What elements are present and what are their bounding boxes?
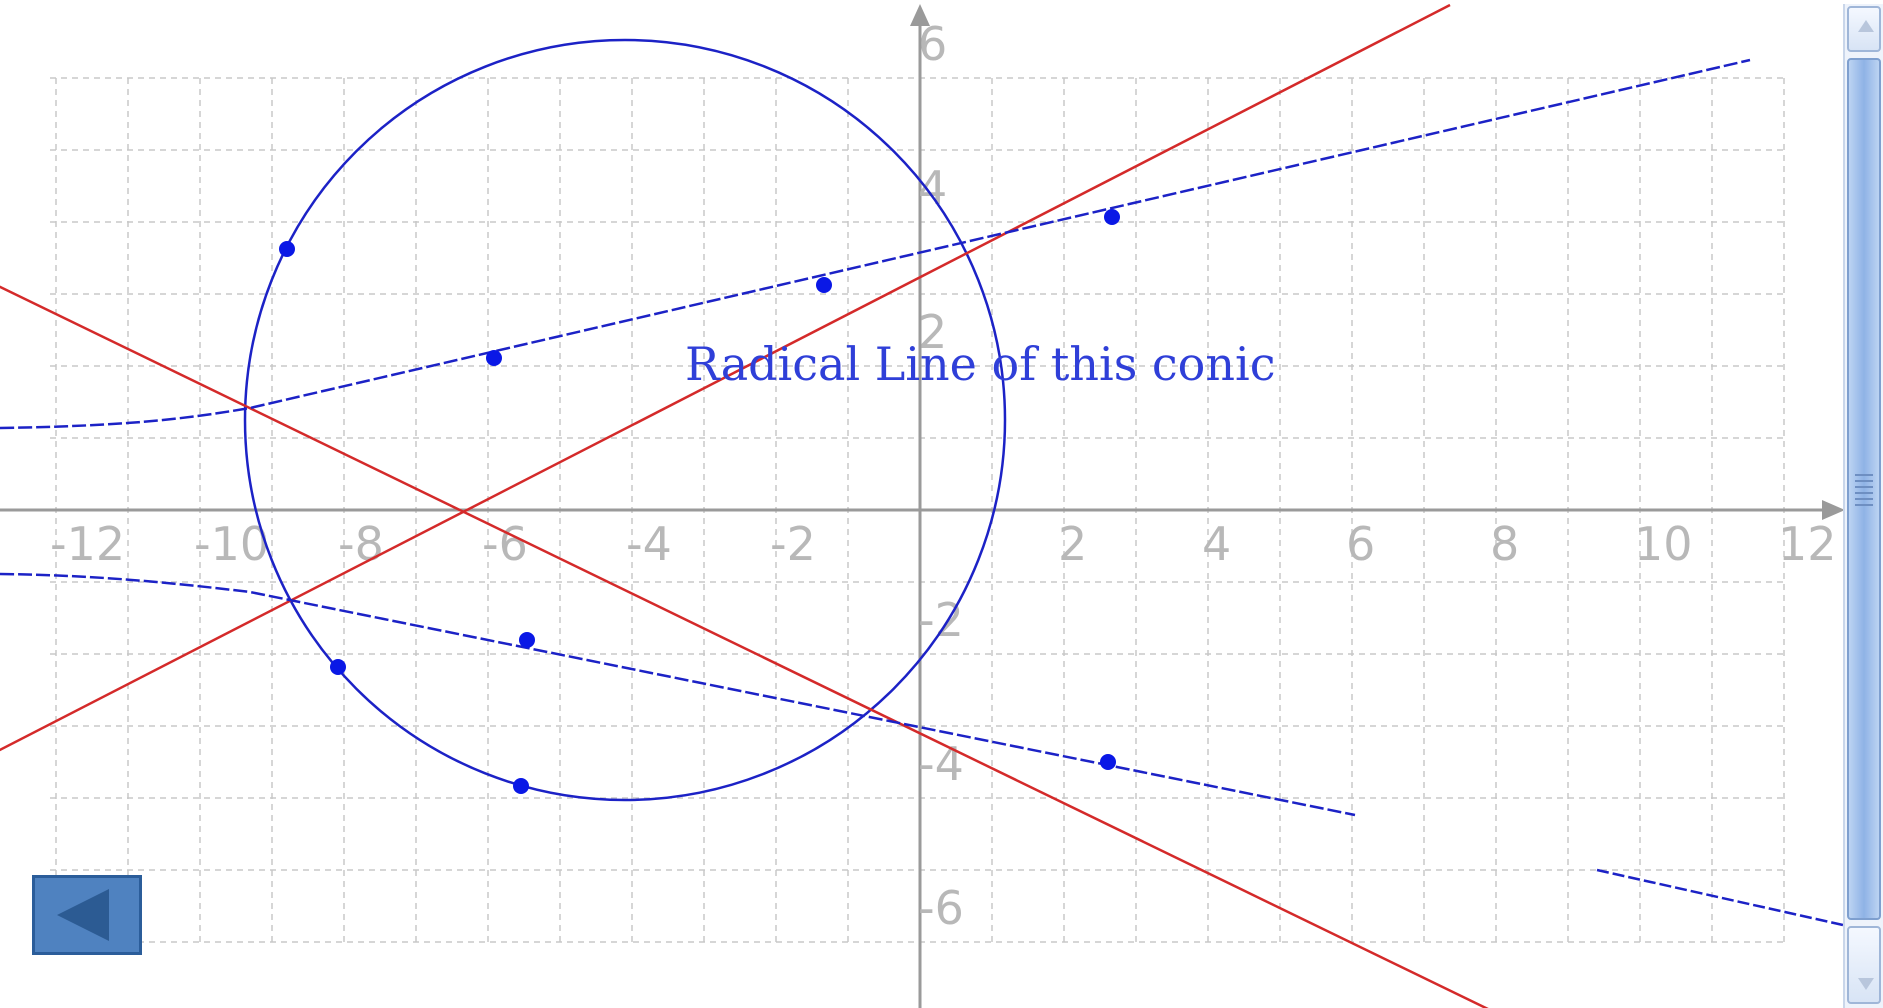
point[interactable] [1100,754,1116,770]
point[interactable] [486,350,502,366]
x-tick-label: -6 [482,517,528,571]
point[interactable] [519,632,535,648]
x-tick-label: 12 [1778,517,1837,571]
point[interactable] [279,241,295,257]
vertical-scrollbar[interactable] [1843,4,1883,1008]
y-tick-label: 2 [918,305,947,359]
axes [0,4,1845,1008]
chevron-up-icon[interactable] [1847,6,1881,52]
x-tick-label: 2 [1058,517,1087,571]
constructions[interactable] [0,3,1844,1008]
x-tick-label: -8 [338,517,384,571]
scroll-thumb[interactable] [1847,58,1881,920]
annotation-label: Radical Line of this conic [685,337,1275,391]
x-tick-label: -12 [50,517,125,571]
y-tick-label: -2 [918,593,964,647]
conic-branch-far-right[interactable] [1596,868,1844,927]
x-tick-label: -4 [626,517,672,571]
x-axis-arrow [1822,500,1845,520]
conic-branch-upper[interactable] [0,58,1751,430]
y-axis-arrow [910,4,930,26]
red-line-descending[interactable] [0,282,1490,1008]
chevron-down-icon[interactable] [1847,926,1881,1004]
y-tick-label: 6 [918,17,947,71]
x-tick-label: 10 [1634,517,1693,571]
grip-icon [1855,474,1873,510]
point[interactable] [1104,209,1120,225]
y-tick-label: -6 [918,881,964,935]
x-tick-label: 6 [1346,517,1375,571]
tick-labels: -12 -10 -8 -6 -4 -2 2 4 6 8 10 12 6 4 2 … [50,17,1837,935]
x-tick-label: -2 [770,517,816,571]
x-tick-label: -10 [194,517,269,571]
y-tick-label: -4 [918,737,964,791]
triangle-left-icon [57,889,109,941]
point[interactable] [513,778,529,794]
x-tick-label: 8 [1490,517,1519,571]
conic-circle[interactable] [243,38,1007,802]
x-tick-label: 4 [1202,517,1231,571]
back-button[interactable] [32,875,142,955]
point[interactable] [816,277,832,293]
point[interactable] [330,659,346,675]
y-tick-label: 4 [918,161,947,215]
conic-branch-lower[interactable] [0,572,1356,817]
red-line-ascending[interactable] [0,3,1451,755]
